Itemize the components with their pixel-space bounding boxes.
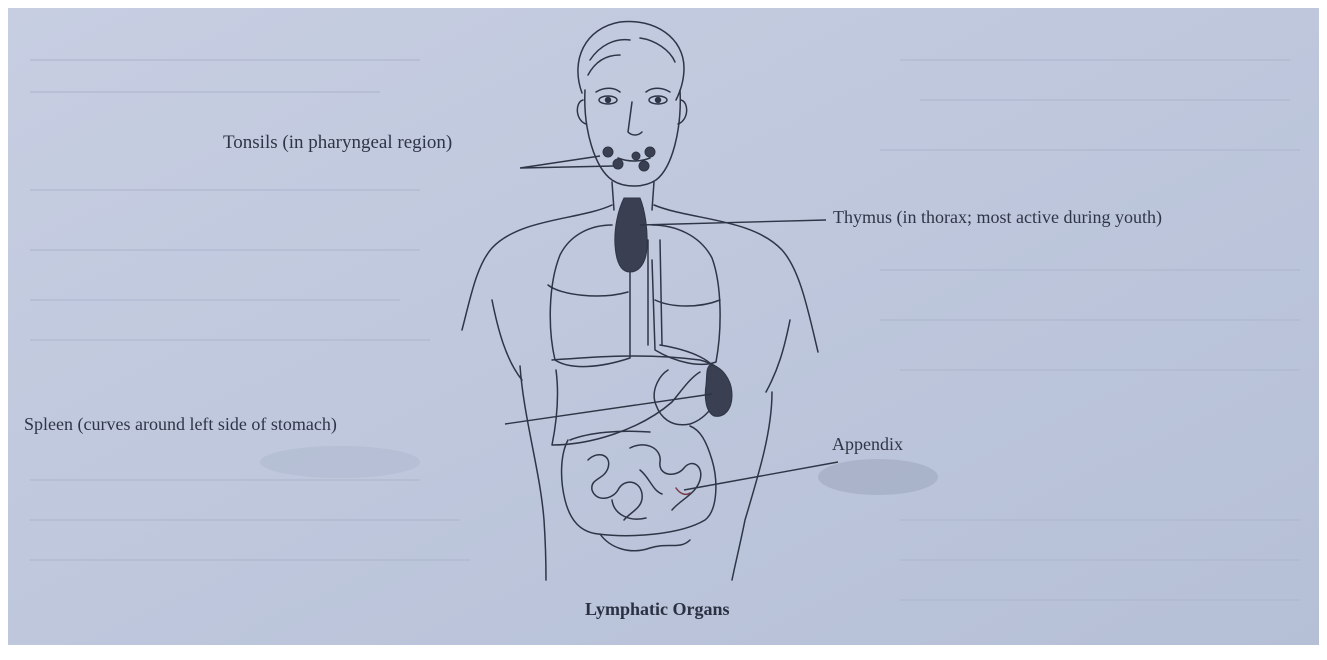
small-intestine-loop-1 [588,455,642,520]
figure-caption: Lymphatic Organs [585,600,730,618]
hair-strands [588,38,675,75]
thymus-organ [615,198,647,272]
tonsils-label: Tonsils (in pharyngeal region) [223,133,452,152]
small-intestine-loop-3 [612,470,662,519]
tonsils-leader-lines [520,156,614,168]
left-inner-arm [492,300,522,380]
right-inner-arm [766,320,790,392]
tonsil-left-upper [603,147,613,157]
spleen-organ [705,365,732,416]
tonsil-right-upper [645,147,655,157]
left-lung-lobe [548,285,628,296]
right-torso-side [732,392,772,580]
tonsil-left-lower [613,159,623,169]
liver [552,370,700,445]
right-pupil [656,98,661,103]
right-lung-lobe [655,300,720,306]
right-shoulder-arm [654,205,818,352]
appendix-label: Appendix [832,435,903,453]
left-pupil [606,98,611,103]
left-torso-side [520,366,546,580]
spleen-leader-line [505,394,712,424]
tonsil-right-lower [639,161,649,171]
small-intestine-loop-2 [630,445,701,510]
thymus-label: Thymus (in thorax; most active during yo… [833,208,1162,226]
eyebrows [596,88,670,92]
face-outline [585,90,680,186]
left-shoulder-arm [462,205,612,330]
nose [628,102,642,135]
spleen-label: Spleen (curves around left side of stoma… [24,415,337,433]
tonsil-center [632,152,640,160]
hair-outline [578,21,684,100]
rectum [600,534,690,551]
